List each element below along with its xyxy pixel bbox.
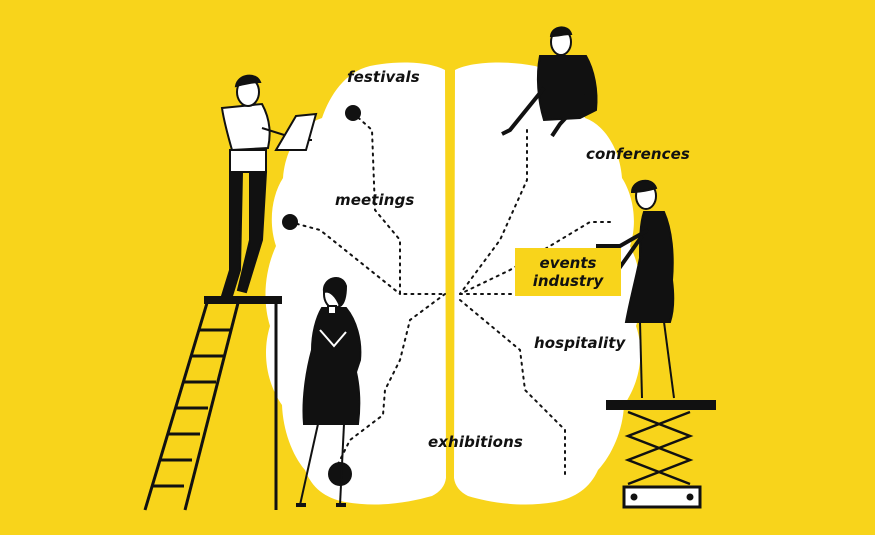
node-dot-meetings	[282, 214, 298, 230]
events-industry-badge: events industry	[515, 248, 621, 296]
label-meetings: meetings	[335, 191, 415, 209]
lift-platform	[606, 400, 716, 410]
ladder-top-platform	[204, 296, 282, 304]
node-dot-festivals	[345, 105, 361, 121]
lift-base	[622, 485, 702, 509]
ladder	[143, 302, 278, 511]
neural-paths	[289, 112, 611, 476]
man-with-laptop	[220, 74, 318, 297]
label-industry: industry	[532, 272, 604, 290]
lift-scissor	[624, 410, 694, 486]
label-conferences: conferences	[586, 145, 690, 163]
label-events: events	[539, 254, 597, 272]
lift-wheel-left	[630, 493, 638, 501]
label-exhibitions: exhibitions	[428, 433, 523, 451]
woman-in-dress	[296, 277, 362, 507]
label-festivals: festivals	[347, 68, 420, 86]
lift-wheel-right	[686, 493, 694, 501]
man-in-sweater	[501, 26, 598, 138]
node-dot-exhibitions	[328, 462, 352, 486]
label-hospitality: hospitality	[534, 334, 626, 352]
